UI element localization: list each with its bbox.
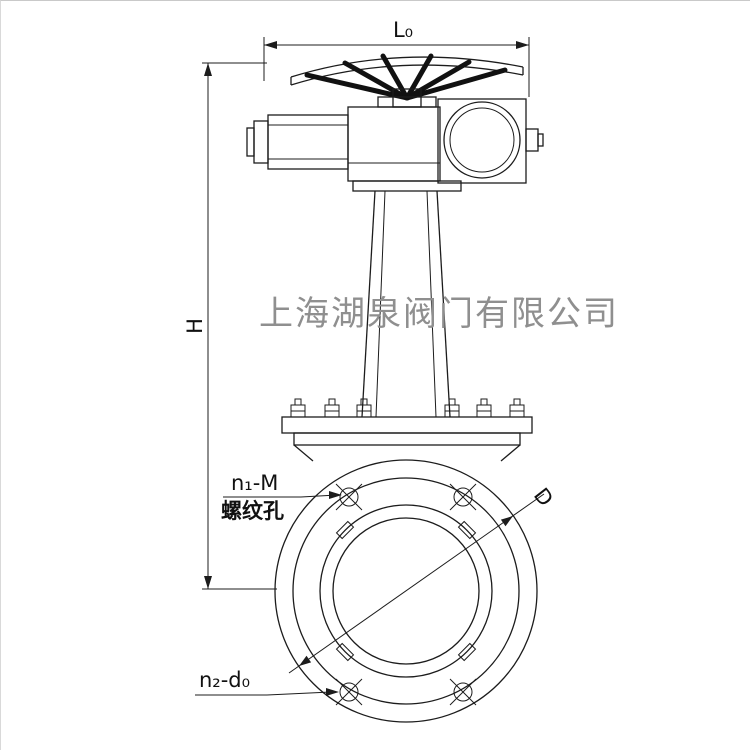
housing-stub-tip: [537, 133, 544, 147]
leader-arrowhead: [326, 688, 339, 696]
arrowhead-up: [204, 63, 212, 76]
handwheel-spoke: [380, 53, 410, 101]
gear-housing-wheel: [443, 101, 521, 179]
flange-upper-plate: [281, 416, 533, 434]
arrowhead-right: [516, 41, 529, 49]
arrowhead-left: [264, 41, 277, 49]
body-lug: [335, 520, 355, 540]
threaded-hole-symbol: [449, 483, 477, 511]
threaded-holes-label: n₁-M: [231, 471, 278, 495]
body-flange-circle: [292, 477, 520, 705]
bolt-hole-symbol: [449, 678, 477, 706]
dimension-D-label: D: [529, 483, 558, 511]
body-bore-outer-circle: [319, 504, 493, 678]
housing-stub: [525, 128, 539, 152]
bolt: [509, 398, 525, 418]
leader-threaded-holes: n₁-M 螺纹孔: [221, 471, 342, 523]
threaded-holes-caption: 螺纹孔: [221, 499, 284, 523]
dimension-H: H: [183, 62, 277, 590]
electric-motor: [267, 114, 349, 170]
handwheel-spoke: [404, 67, 508, 101]
bolt-holes-label: n₂-d₀: [199, 668, 250, 692]
valve-body: [274, 459, 538, 723]
actuator-base-plate: [352, 180, 462, 192]
body-lug: [457, 642, 477, 662]
bonnet-flange: [281, 398, 533, 462]
flange-lower-plate: [293, 432, 521, 446]
leader-arrowhead: [329, 491, 342, 499]
handwheel-spoke: [404, 53, 434, 101]
gear-housing-wheel-inner: [449, 107, 515, 173]
company-watermark: 上海湖泉阀门有限公司: [259, 294, 619, 334]
leader-bolt-holes: n₂-d₀: [195, 668, 339, 696]
body-lug: [335, 642, 355, 662]
threaded-hole-symbol: [335, 483, 363, 511]
actuator-top-step: [377, 96, 437, 108]
motor-end-cap: [253, 120, 269, 164]
body-outer-circle: [274, 459, 538, 723]
bolt: [476, 398, 492, 418]
body-bore-inner-circle: [332, 517, 480, 665]
dimension-L0: L₀: [263, 18, 530, 97]
bolt-hole-symbol: [335, 678, 363, 706]
actuator-gearbox: [347, 106, 441, 182]
bolt: [290, 398, 306, 418]
bolt: [356, 398, 372, 418]
handwheel: [290, 53, 524, 108]
handwheel-spoke: [342, 60, 410, 101]
handwheel-spoke: [304, 72, 410, 101]
dimension-D: D: [288, 483, 558, 674]
motor-end-cap-step: [246, 127, 255, 157]
arrowhead-upper-right: [500, 516, 513, 527]
dimension-H-label: H: [183, 318, 207, 334]
gear-housing: [437, 98, 527, 184]
dimension-L0-label: L₀: [393, 18, 413, 42]
bolt: [324, 398, 340, 418]
body-lug: [457, 520, 477, 540]
flange-bolts: [290, 398, 525, 418]
arrowhead-lower-left: [299, 655, 312, 666]
handwheel-spoke: [404, 59, 472, 101]
bolt-hole-symbols: [335, 483, 477, 706]
electric-actuator: [246, 96, 544, 192]
bolt: [444, 398, 460, 418]
yoke-column: [361, 190, 451, 418]
arrowhead-down: [204, 576, 212, 589]
